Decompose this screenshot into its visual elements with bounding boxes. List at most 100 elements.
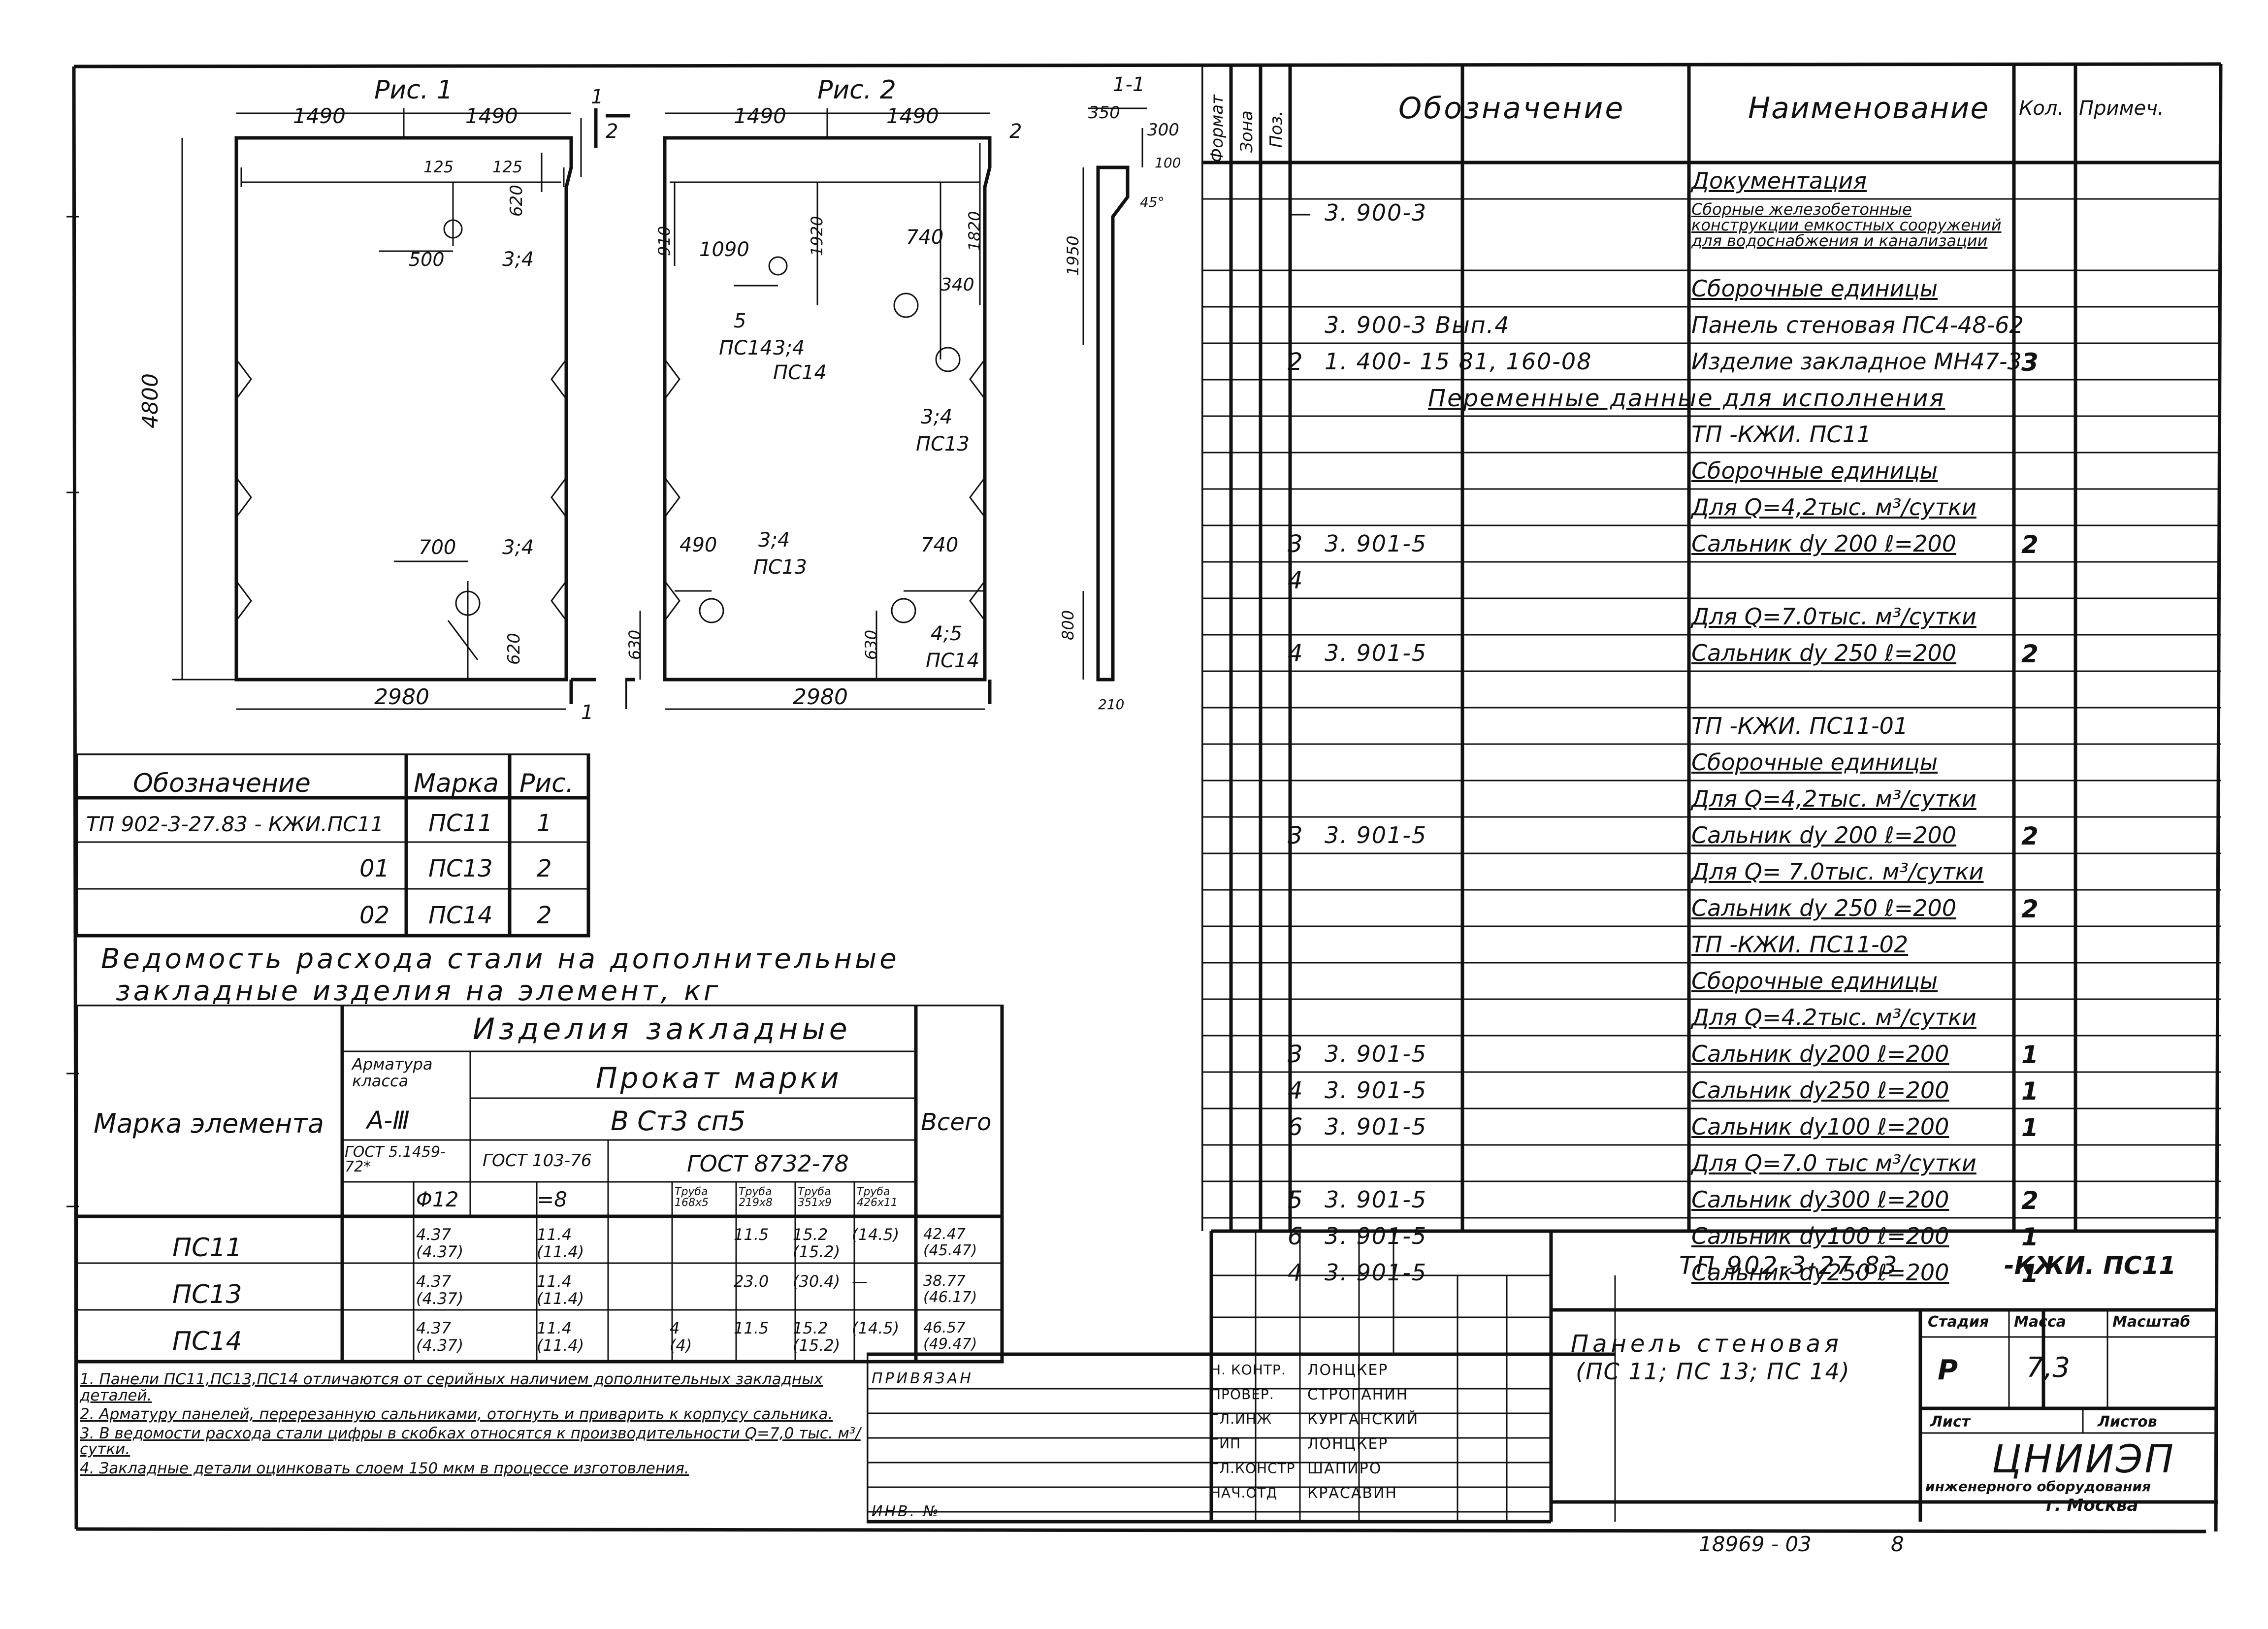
doc-name-line2: (ПС 11; ПС 13; ПС 14) <box>1576 1358 1850 1385</box>
fig2-dim-740-top: 740 <box>906 226 943 249</box>
spec-h-zone: Зона <box>1237 110 1257 153</box>
variants-header-designation: Обозначение <box>133 769 311 798</box>
signer-role: ГЛ.ИНЖ <box>1210 1411 1272 1427</box>
variant-row-2-mark: ПС13 <box>428 855 493 882</box>
fig2-dim-top-left: 1490 <box>734 104 786 128</box>
spec-row-name: Для Q=7.0тыс. м³/сутки <box>1691 603 1976 630</box>
signer-name: КУРГАНСКИЙ <box>1307 1411 1419 1428</box>
fig2-dim-630-left: 630 <box>625 630 644 660</box>
steel-cell: 11.4 (11.4) <box>537 1272 584 1308</box>
section-dim-800: 800 <box>1059 610 1077 640</box>
signer-name: КРАСАВИН <box>1307 1485 1397 1502</box>
spec-row-pos: 3 <box>1288 822 1303 849</box>
spec-row-name: Панель стеновая ПС4-48-62 <box>1691 312 2024 338</box>
steel-cell: — <box>852 1272 868 1291</box>
inv-label: ИНВ. № <box>872 1503 940 1520</box>
fig1-label-top: 3;4 <box>502 248 534 271</box>
steel-cell: 4 (4) <box>670 1319 692 1355</box>
steel-cell: (30.4) <box>793 1272 841 1291</box>
steel-cell: 23.0 <box>734 1272 769 1291</box>
embed-part-5 <box>891 598 916 623</box>
spec-row-designation: 3. 901-5 <box>1325 1223 1427 1249</box>
doc-code-suffix: -КЖИ. ПС11 <box>2004 1251 2176 1280</box>
fig1-cut-top2: 2 <box>606 120 618 143</box>
org-name: ЦНИИЭП <box>1992 1437 2176 1482</box>
section-dim-100: 100 <box>1155 155 1181 171</box>
spec-row-pos: 3 <box>1288 530 1303 558</box>
spec-h-name: Наименование <box>1748 91 1990 126</box>
spec-row-pos: 6 <box>1288 1113 1303 1141</box>
variant-row-3-fig: 2 <box>537 902 552 929</box>
spec-row-designation: 3. 901-5 <box>1325 1186 1427 1213</box>
sheets-header: Листов <box>2098 1413 2157 1431</box>
fig1-dim-500: 500 <box>409 249 445 270</box>
spec-h-pos: Поз. <box>1266 110 1286 148</box>
spec-row-name: ТП -КЖИ. ПС11-01 <box>1691 713 1909 739</box>
variant-row-3-mark: ПС14 <box>428 902 493 929</box>
spec-row-pos: 4 <box>1288 567 1303 594</box>
spec-row-qty: 1 <box>2021 1223 2039 1251</box>
spec-row-name: Сальник dу 250 ℓ=200 <box>1691 640 1957 666</box>
spec-row-pos: 4 <box>1288 1077 1303 1105</box>
signer-role: ГЛ.КОНСТР <box>1210 1460 1296 1476</box>
fig2-label-pc13a: ПС13 <box>916 433 970 456</box>
spec-row-name: Документация <box>1691 167 1867 194</box>
spec-row-name: Сальник dу200 ℓ=200 <box>1691 1041 1949 1067</box>
steel-h-izdeliya: Изделия закладные <box>473 1012 851 1046</box>
spec-row-qty: 1 <box>2021 1259 2039 1288</box>
steel-cell: 11.5 <box>734 1225 769 1244</box>
spec-row-qty: 1 <box>2021 1113 2039 1142</box>
spec-row-pos: 2 <box>1288 348 1303 376</box>
spec-row-name: Сборочные единицы <box>1691 275 1938 302</box>
spec-row-designation: 3. 901-5 <box>1325 530 1427 557</box>
fig2-label-34a: 3;4 <box>773 337 805 359</box>
spec-row-qty: 2 <box>2021 640 2039 668</box>
fig1-dim-top-left: 1490 <box>293 104 346 128</box>
spec-row-designation: 3. 901-5 <box>1325 822 1427 848</box>
fig2-dim-740-bottom: 740 <box>921 534 958 556</box>
steel-h-prokat: Прокат марки <box>596 1061 842 1095</box>
fig2-dim-1920: 1920 <box>808 216 826 256</box>
fig2-dim-1090: 1090 <box>699 238 749 261</box>
spec-row-name: Сборочные единицы <box>1691 749 1938 776</box>
embed-part-2 <box>893 293 919 318</box>
spec-row-designation: 3. 901-5 <box>1325 1259 1427 1286</box>
fig2-cut-top2: 2 <box>1009 120 1022 143</box>
spec-row-pos: 4 <box>1288 640 1303 667</box>
steel-col-header: Труба 426х11 <box>857 1186 898 1209</box>
note-item: 1. Панели ПС11,ПС13,ПС14 отличаются от с… <box>80 1370 823 1404</box>
figure-2: Рис. 2 1490 1490 910 1920 1820 740 340 1… <box>625 75 1022 724</box>
fig1-dim-700: 700 <box>419 536 456 559</box>
spec-row-name: ТП -КЖИ. ПС11 <box>1691 421 1872 448</box>
doc-name-line1: Панель стеновая <box>1571 1330 1843 1358</box>
variant-row-1-mark: ПС11 <box>428 810 493 837</box>
spec-row-qty: 2 <box>2021 530 2039 559</box>
fig2-title: Рис. 2 <box>817 75 896 105</box>
steel-col-header: Труба 219х8 <box>739 1186 773 1209</box>
steel-h-gost103: ГОСТ 103-76 <box>483 1151 592 1171</box>
spec-row-pos: 5 <box>1288 1186 1303 1214</box>
steel-h-gost5781: ГОСТ 5.1459-72* <box>345 1143 446 1175</box>
section-dim-300: 300 <box>1147 120 1179 140</box>
spec-row-designation: 3. 900-3 Вып.4 <box>1325 312 1510 338</box>
variants-header-fig: Рис. <box>519 769 574 798</box>
spec-row-designation: 3. 901-5 <box>1325 1077 1427 1104</box>
spec-row-name: Изделие закладное МН47-3 <box>1691 348 2022 375</box>
steel-h-mark: Марка элемента <box>94 1108 324 1139</box>
variant-row-1-fig: 1 <box>537 810 552 837</box>
variants-header-mark: Марка <box>414 769 499 798</box>
fig1-dim-620-bottom: 620 <box>504 633 524 665</box>
binding-label: ПРИВЯЗАН <box>872 1370 973 1387</box>
fig2-label-pc14b: ПС14 <box>773 361 827 384</box>
steel-col-header: Φ12 <box>416 1187 459 1211</box>
steel-cell: 15.2 (15.2) <box>793 1319 841 1355</box>
fig2-label-pc13b: ПС13 <box>753 556 807 579</box>
fig2-dim-bottom: 2980 <box>793 684 848 710</box>
figure-1: Рис. 1 1490 1490 125 125 620 500 3;4 480… <box>138 75 630 724</box>
spec-row-name: Для Q=4,2тыс. м³/сутки <box>1691 494 1976 521</box>
spec-row-designation: 3. 900-3 <box>1325 199 1427 226</box>
mass-value: 7,3 <box>2026 1352 2071 1384</box>
section-title: 1-1 <box>1113 73 1145 96</box>
fig2-dim-1820: 1820 <box>965 211 984 251</box>
org-subname: инженерного оборудования <box>1925 1478 2151 1495</box>
